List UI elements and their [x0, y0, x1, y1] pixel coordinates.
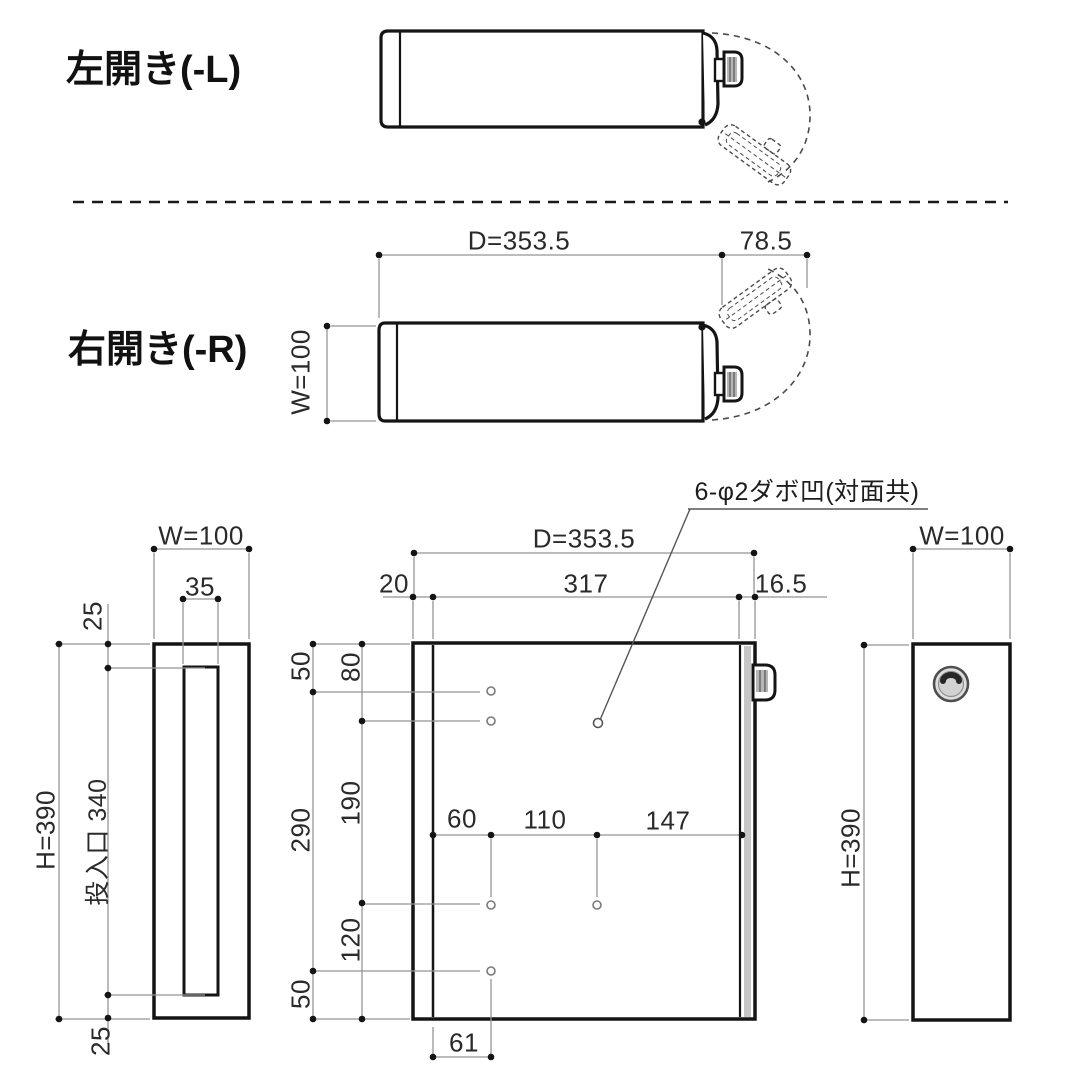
front-dim-80: 80 — [335, 652, 366, 682]
side-right-dimensions — [860, 545, 1014, 1024]
mailbox-body — [379, 29, 705, 129]
sideL-dim-top-offset: 25 — [77, 601, 108, 631]
dowel-marker — [592, 900, 602, 910]
side-view-keyhole — [860, 545, 1014, 1024]
side-left-dimensions — [55, 545, 253, 1045]
sideL-dim-height: H=390 — [30, 790, 61, 870]
front-dim-190: 190 — [335, 780, 366, 826]
mid-view-right-opening — [323, 251, 811, 425]
keyhole-icon — [932, 665, 970, 703]
front-dim-16-5: 16.5 — [754, 568, 808, 599]
front-dim-317: 317 — [563, 568, 609, 599]
front-dim-61: 61 — [449, 1027, 479, 1058]
front-dim-147: 147 — [645, 805, 691, 836]
title-left-opening: 左開き(-L) — [66, 49, 242, 91]
mid-dim-width: W=100 — [285, 329, 316, 415]
sideL-dim-slot-width: 35 — [185, 571, 215, 602]
front-dim-290: 290 — [285, 807, 316, 853]
dowel-marker — [486, 900, 496, 910]
title-right-opening: 右開き(-R) — [68, 329, 248, 371]
mid-dimensions — [323, 251, 811, 425]
front-dim-60: 60 — [447, 803, 477, 834]
door-swing-arc — [711, 32, 811, 183]
dowel-markers — [486, 686, 604, 976]
front-body — [411, 641, 757, 1021]
mailbox-body — [377, 321, 705, 423]
door-knob — [713, 365, 744, 403]
callout-leader — [599, 508, 928, 721]
front-dim-depth: D=353.5 — [532, 523, 636, 554]
open-door-sketch — [717, 124, 792, 186]
door-swing-arc — [711, 268, 811, 421]
dowel-marker — [486, 716, 496, 726]
mid-dim-depth: D=353.5 — [467, 225, 571, 256]
side-body — [911, 642, 1012, 1022]
dowel-marker — [486, 966, 496, 976]
sideL-dim-bottom-offset: 25 — [85, 1026, 116, 1056]
side-view-slot — [55, 545, 253, 1045]
dowel-marker — [486, 686, 496, 696]
front-dimensions — [309, 549, 827, 1061]
side-body — [152, 642, 251, 1020]
dowel-marker — [592, 717, 604, 729]
mid-dim-swing: 78.5 — [739, 225, 793, 256]
sideR-dim-width: W=100 — [919, 520, 1005, 551]
front-view — [309, 508, 928, 1061]
front-dim-50-bottom: 50 — [285, 979, 316, 1009]
door-edge-strip — [738, 645, 751, 1017]
hinge-pivot — [698, 323, 706, 331]
front-dim-120: 120 — [335, 917, 366, 963]
front-dim-50-top: 50 — [285, 651, 316, 681]
sideL-slot-label: 投入口 340 — [84, 778, 112, 906]
sideL-dim-width: W=100 — [158, 520, 244, 551]
dowel-callout: 6-φ2ダボ凹(対面共) — [694, 478, 920, 506]
open-door-sketch — [718, 267, 793, 329]
sideR-dim-height: H=390 — [835, 808, 866, 888]
door-knob — [713, 50, 744, 88]
hinge-pivot — [698, 118, 706, 126]
front-dim-20: 20 — [379, 568, 409, 599]
front-dim-110: 110 — [523, 804, 567, 835]
top-view-left-opening — [379, 29, 811, 186]
door-knob — [751, 663, 777, 702]
